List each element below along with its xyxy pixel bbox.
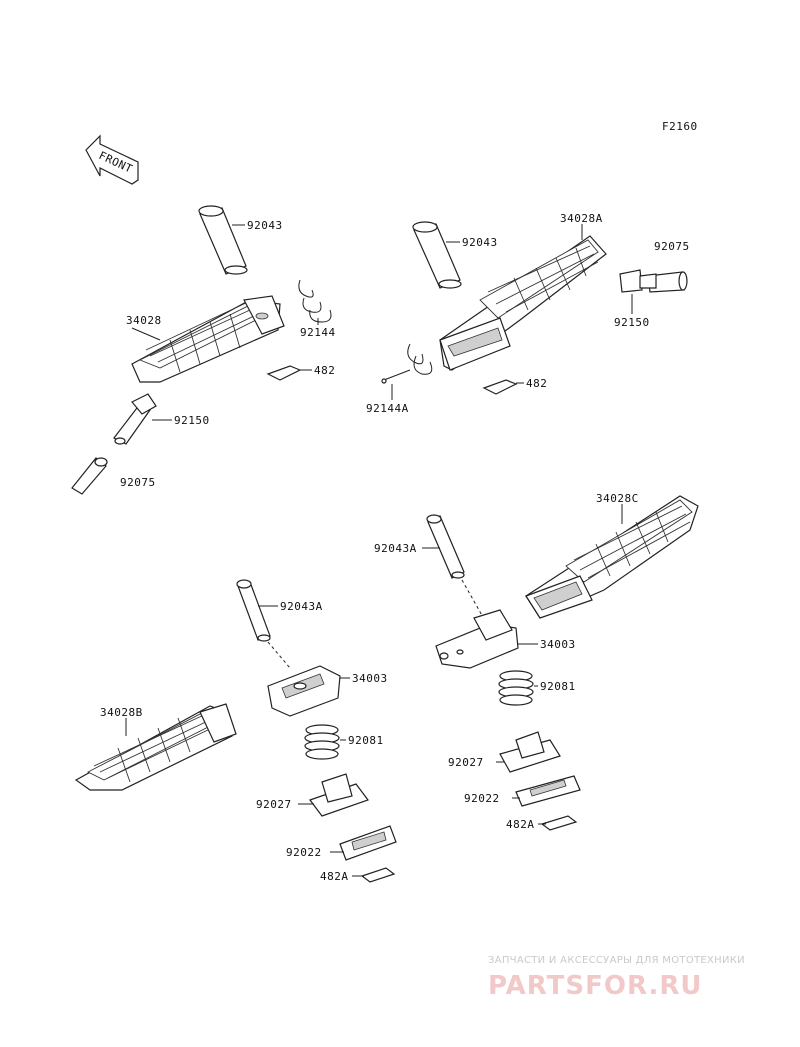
label-92075-left: 92075 <box>120 476 156 489</box>
clip-482A-right <box>540 815 578 831</box>
label-92150-left: 92150 <box>174 414 210 427</box>
label-34028C: 34028C <box>596 492 639 505</box>
label-34003-left: 34003 <box>352 672 388 685</box>
bracket-34003-left <box>267 665 341 717</box>
plate-92022-left <box>339 825 397 861</box>
spring-92144A <box>381 343 433 384</box>
footpeg-34028 <box>131 295 285 383</box>
label-482-right: 482 <box>526 377 547 390</box>
label-92043A-left: 92043A <box>280 600 323 613</box>
label-482A-right: 482A <box>506 818 535 831</box>
label-34028: 34028 <box>126 314 162 327</box>
holder-92027-right <box>499 731 561 773</box>
spring-92144 <box>298 279 332 323</box>
front-arrow-icon: FRONT <box>85 134 139 185</box>
label-34028B: 34028B <box>100 706 143 719</box>
pin-92043-left <box>198 205 248 275</box>
label-482-left: 482 <box>314 364 335 377</box>
bracket-34003-right <box>435 609 519 669</box>
label-92150-right: 92150 <box>614 316 650 329</box>
clip-482-right <box>482 379 518 395</box>
label-34003-right: 34003 <box>540 638 576 651</box>
label-92075-right: 92075 <box>654 240 690 253</box>
clip-482-left <box>266 365 302 381</box>
label-92027-right: 92027 <box>448 756 484 769</box>
footpeg-34028A <box>439 235 607 371</box>
label-92043A-right: 92043A <box>374 542 417 555</box>
label-482A-left: 482A <box>320 870 349 883</box>
label-92043-left: 92043 <box>247 219 283 232</box>
pin-92150-left <box>113 393 157 445</box>
label-92043-right: 92043 <box>462 236 498 249</box>
figure-code: F2160 <box>662 120 698 133</box>
footpeg-34028C <box>525 495 699 619</box>
watermark-brand: PARTSFOR.RU <box>488 971 702 1001</box>
label-92022-left: 92022 <box>286 846 322 859</box>
cap-92075-right <box>647 271 688 293</box>
footpeg-34028B <box>74 703 237 791</box>
clip-482A-left <box>360 867 396 883</box>
plate-92022-right <box>515 775 581 807</box>
watermark: ЗАПЧАСТИ И АКСЕССУАРЫ ДЛЯ МОТОТЕХНИКИ PA… <box>488 955 745 1001</box>
pin-92043-right <box>412 221 462 289</box>
label-92144A: 92144A <box>366 402 409 415</box>
label-34028A: 34028A <box>560 212 603 225</box>
cap-92075-left <box>71 457 108 495</box>
pin-92043A-right <box>426 514 465 579</box>
label-92027-left: 92027 <box>256 798 292 811</box>
label-92022-right: 92022 <box>464 792 500 805</box>
spring-92081-right <box>498 670 534 706</box>
spring-92081-left <box>304 724 340 760</box>
label-92144: 92144 <box>300 326 336 339</box>
label-92081-left: 92081 <box>348 734 384 747</box>
label-92081-right: 92081 <box>540 680 576 693</box>
pin-92043A-left <box>236 579 271 642</box>
holder-92027-left <box>309 773 369 817</box>
watermark-tagline: ЗАПЧАСТИ И АКСЕССУАРЫ ДЛЯ МОТОТЕХНИКИ <box>488 955 745 966</box>
pin-92150-right <box>619 269 657 293</box>
